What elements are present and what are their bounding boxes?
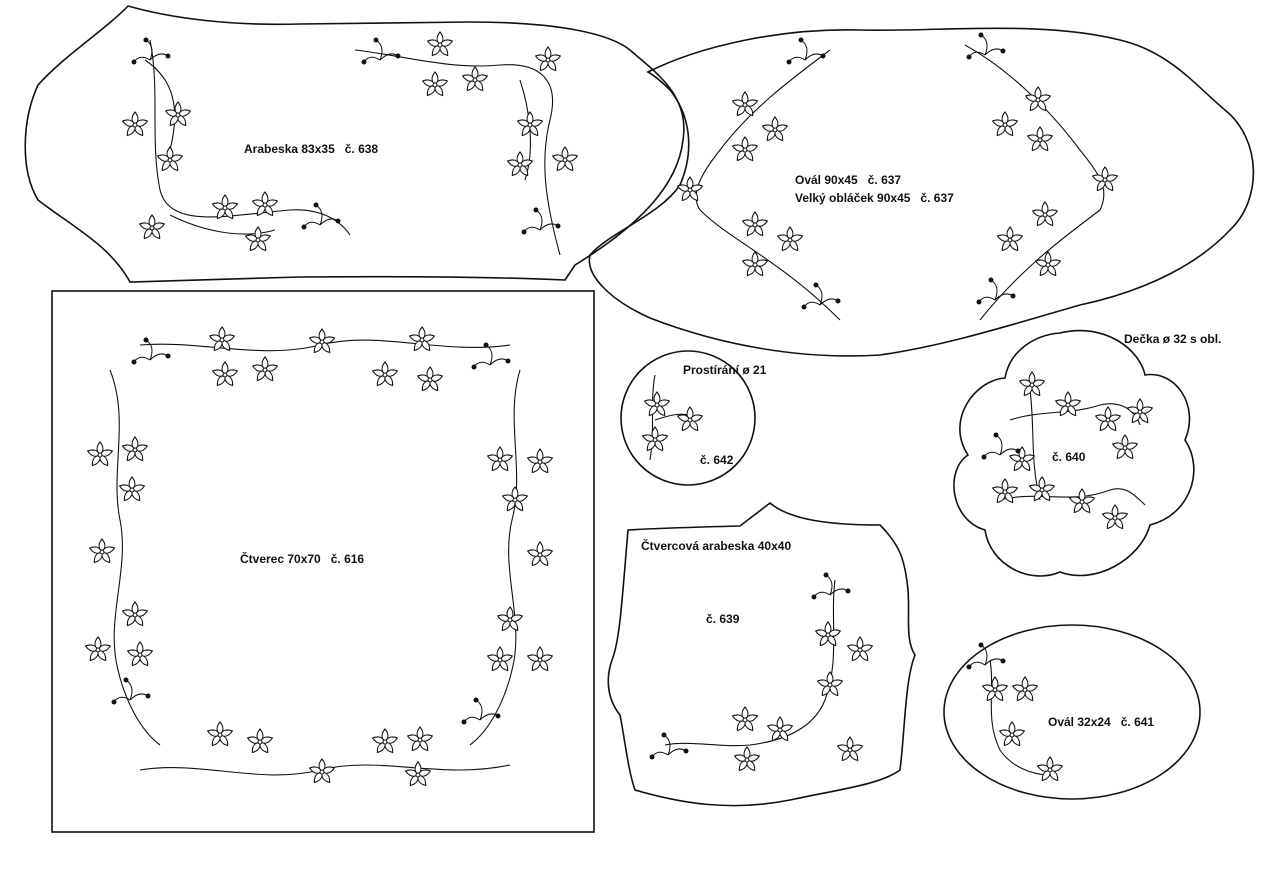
oval-large-label-2: Velký obláček 90x45 č. 637	[795, 191, 954, 205]
arabeska-label: Arabeska 83x35 č. 638	[244, 142, 379, 156]
doily-title: Dečka ø 32 s obl.	[1124, 332, 1222, 346]
placemat-outline	[620, 350, 756, 486]
square-arabeska-outline	[607, 501, 916, 807]
arabeska-outline	[24, 5, 685, 283]
small-oval-outline	[943, 624, 1201, 800]
small-oval-label: Ovál 32x24 č. 641	[1048, 715, 1155, 729]
oval-large-label-1: Ovál 90x45 č. 637	[795, 173, 902, 187]
square-arabeska-title: Čtvercová arabeska 40x40	[641, 539, 792, 553]
doily-number: č. 640	[1052, 450, 1086, 464]
doily-outline	[953, 329, 1195, 577]
square-outline	[51, 290, 595, 833]
placemat-number: č. 642	[700, 453, 734, 467]
square-label: Čtverec 70x70 č. 616	[240, 552, 365, 566]
oval-outline	[588, 27, 1255, 357]
square-arabeska-number: č. 639	[706, 612, 740, 626]
placemat-title: Prostírání ø 21	[683, 363, 767, 377]
